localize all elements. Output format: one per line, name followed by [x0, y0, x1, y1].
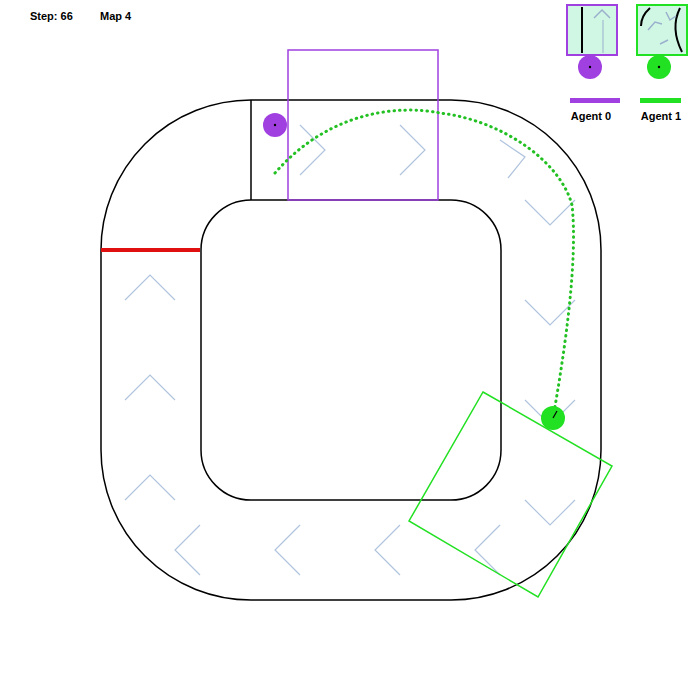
- legend-swatch: [640, 98, 681, 103]
- legend-label: Agent 1: [641, 110, 681, 123]
- inner-wall: [201, 200, 501, 500]
- direction-chevrons: [125, 125, 575, 575]
- legend-swatch: [570, 98, 620, 103]
- agent1-view: [409, 392, 612, 597]
- agent1-heading: [553, 411, 557, 418]
- step-counter: Step: 66: [30, 10, 73, 23]
- agent1-marker: [541, 406, 565, 430]
- legend-label: Agent 0: [571, 110, 611, 123]
- finish-line: [101, 248, 200, 252]
- agent0-center: [274, 124, 276, 126]
- agent0-marker: [263, 113, 287, 137]
- start-line: [250, 100, 252, 200]
- outer-wall: [101, 100, 601, 600]
- agent1-thumbnail: [637, 5, 687, 79]
- agent1-trajectory: [275, 110, 574, 418]
- agent0-view: [288, 50, 438, 200]
- agent0-thumbnail: [567, 5, 617, 79]
- map-name: Map 4: [100, 10, 131, 23]
